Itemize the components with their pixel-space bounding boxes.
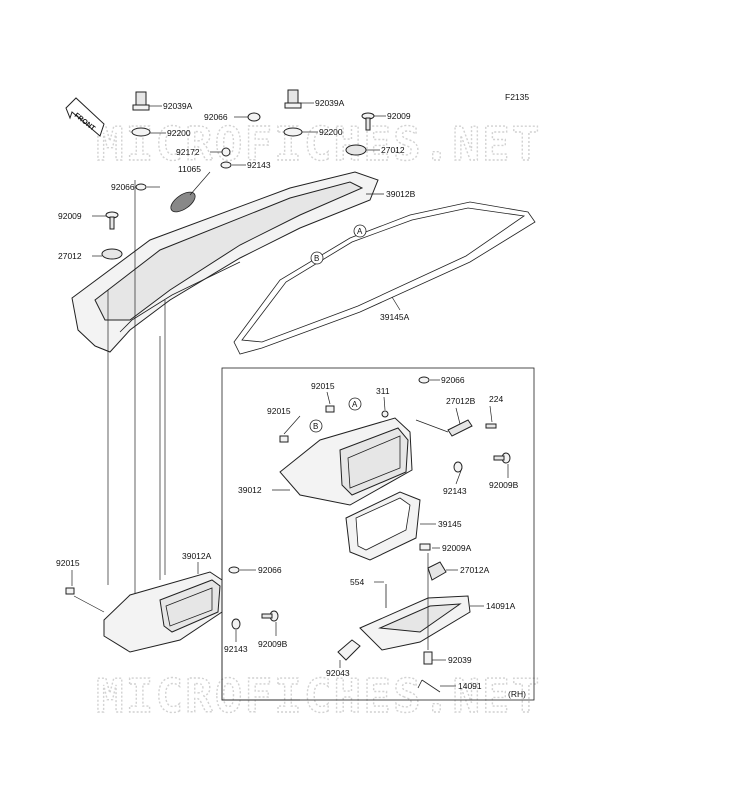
label-92039A-right: 92039A xyxy=(315,98,345,108)
bolt-311 xyxy=(381,410,389,418)
label-92172: 92172 xyxy=(176,147,200,157)
figure-code: F2135 xyxy=(505,92,529,102)
box-39012 xyxy=(279,417,413,506)
label-39145A: 39145A xyxy=(380,312,410,322)
label-92143-lower: 92143 xyxy=(224,644,248,654)
label-92200-right: 92200 xyxy=(319,127,343,137)
pin-92039 xyxy=(423,651,433,665)
box-39012A xyxy=(103,571,223,653)
label-92015-inset-a: 92015 xyxy=(311,381,335,391)
screw-92009B-lower xyxy=(261,610,279,622)
label-554: 554 xyxy=(350,577,364,587)
cap-92066-top xyxy=(247,112,261,122)
cover-39012B xyxy=(71,171,379,353)
bracket-27012A xyxy=(427,561,447,581)
washer-92143-inset xyxy=(453,461,463,473)
washer-92200-left xyxy=(131,127,151,137)
washer-92143-top xyxy=(220,161,232,169)
stopper-92043 xyxy=(337,639,361,661)
label-92066-lower: 92066 xyxy=(258,565,282,575)
svg-text:A: A xyxy=(352,400,358,409)
label-92143-inset: 92143 xyxy=(443,486,467,496)
watermark-top: MICROFICHES.NET xyxy=(96,117,541,171)
label-311: 311 xyxy=(376,386,390,396)
screw-92009-left xyxy=(105,211,119,230)
lid-14091A xyxy=(359,595,471,651)
cap-92066-lower xyxy=(228,566,240,574)
washer-92143-lower xyxy=(231,618,241,630)
label-92066-left: 92066 xyxy=(111,182,135,192)
bracket-27012-top xyxy=(345,144,367,156)
svg-text:A: A xyxy=(357,227,363,236)
label-14091: 14091 xyxy=(458,681,482,691)
label-92015-lower: 92015 xyxy=(56,558,80,568)
washer-92200-right xyxy=(283,127,303,137)
label-92043: 92043 xyxy=(326,668,350,678)
label-39012: 39012 xyxy=(238,485,262,495)
callout-B-inset: B xyxy=(309,419,323,433)
bracket-27012B xyxy=(447,419,473,437)
bracket-27012-left xyxy=(101,248,123,260)
cap-92066-left xyxy=(135,183,147,191)
watermark-bottom: MICROFICHES.NET xyxy=(96,669,541,723)
label-14091A: 14091A xyxy=(486,601,516,611)
label-92009B-lower: 92009B xyxy=(258,639,288,649)
label-92039A-left: 92039A xyxy=(163,101,193,111)
callout-A-top: A xyxy=(353,224,367,238)
label-92066-top: 92066 xyxy=(204,112,228,122)
label-92009-left: 92009 xyxy=(58,211,82,221)
seal-39145 xyxy=(345,491,421,561)
callout-A-inset: A xyxy=(348,397,362,411)
label-224: 224 xyxy=(489,394,503,404)
label-92039: 92039 xyxy=(448,655,472,665)
screw-92009B-inset xyxy=(493,452,511,464)
emblem-11065 xyxy=(170,191,196,213)
label-92009-top: 92009 xyxy=(387,111,411,121)
fastener-92039A-right xyxy=(284,89,302,109)
svg-text:B: B xyxy=(313,422,318,431)
label-27012-top: 27012 xyxy=(381,145,405,155)
label-11065: 11065 xyxy=(178,164,201,174)
label-27012B: 27012B xyxy=(446,396,476,406)
label-92015-inset-b: 92015 xyxy=(267,406,291,416)
hook-14091 xyxy=(417,679,441,693)
label-39012B: 39012B xyxy=(386,189,416,199)
label-92200-left: 92200 xyxy=(167,128,191,138)
label-rh: (RH) xyxy=(508,689,526,699)
callout-B-top: B xyxy=(310,251,324,265)
label-92066-inset: 92066 xyxy=(441,375,465,385)
fastener-92039A-left xyxy=(132,91,150,111)
label-92009B-inset: 92009B xyxy=(489,480,519,490)
nut-92015-lower xyxy=(65,587,75,595)
svg-text:B: B xyxy=(314,254,319,263)
label-39012A: 39012A xyxy=(182,551,212,561)
label-92143-top: 92143 xyxy=(247,160,271,170)
cap-92066-inset xyxy=(418,376,430,384)
label-27012-left: 27012 xyxy=(58,251,82,261)
label-27012A: 27012A xyxy=(460,565,490,575)
screw-92009A xyxy=(419,543,431,551)
nut-92015-b xyxy=(279,435,289,443)
bolt-92172 xyxy=(221,147,231,157)
label-39145: 39145 xyxy=(438,519,462,529)
screw-224 xyxy=(485,423,497,429)
label-92009A: 92009A xyxy=(442,543,472,553)
nut-92015-a xyxy=(325,405,335,413)
